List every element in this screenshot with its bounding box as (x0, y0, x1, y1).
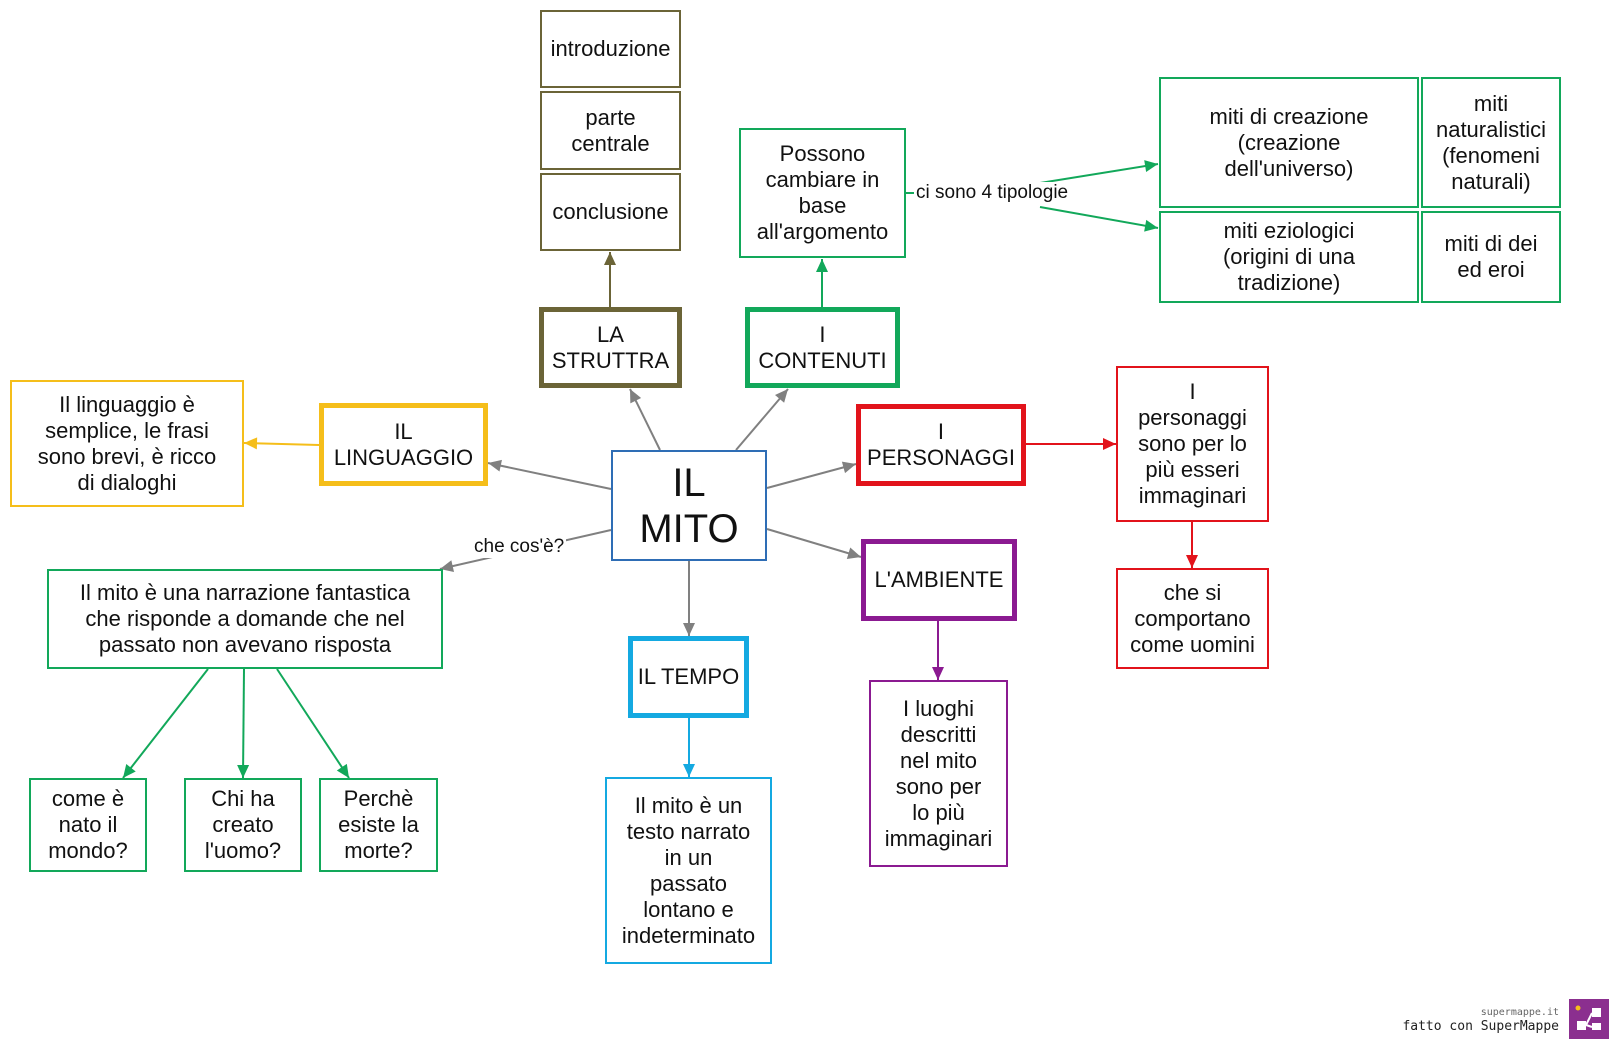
node-conclusione[interactable]: conclusione (540, 173, 681, 251)
node-luoghi[interactable]: I luoghi descritti nel mito sono per lo … (869, 680, 1008, 867)
arrowhead-tempo-to-desc (683, 764, 695, 777)
footer-made-with: fatto con SuperMappe (1402, 1019, 1559, 1034)
edge-definizione-to-chi-creato (242, 668, 245, 779)
edge-root-to-personaggi (766, 463, 857, 489)
arrowhead-linguaggio-to-desc (244, 437, 258, 450)
node-miti-eziologici[interactable]: miti eziologici (origini di una tradizio… (1159, 211, 1419, 303)
node-introduzione[interactable]: introduzione (540, 10, 681, 88)
arrowhead-personaggi-to-desc (1103, 438, 1116, 450)
edge-possono-to-miti-eziologici (1039, 206, 1159, 229)
arrowhead-root-to-linguaggio (488, 459, 502, 472)
node-comportano-uomini[interactable]: che si comportano come uomini (1116, 568, 1269, 669)
node-i-personaggi[interactable]: I PERSONAGGI (856, 404, 1026, 486)
arrowhead-contenuti-to-possono (816, 259, 828, 272)
arrowhead-struttura-to-conclusione (604, 252, 616, 265)
footer-site[interactable]: supermappe.it (1480, 1007, 1559, 1018)
arrowhead-root-to-ambiente (846, 547, 861, 560)
node-il-tempo[interactable]: IL TEMPO (628, 636, 749, 718)
arrowhead-definizione-to-chi-creato (237, 764, 250, 778)
node-linguaggio-descrizione[interactable]: Il linguaggio è semplice, le frasi sono … (10, 380, 244, 507)
footer-credits: supermappe.it fatto con SuperMappe (1402, 1007, 1559, 1035)
node-come-nato-mondo[interactable]: come è nato il mondo? (29, 778, 147, 872)
node-possono-cambiare[interactable]: Possono cambiare in base all'argomento (739, 128, 906, 258)
node-parte-centrale[interactable]: parte centrale (540, 91, 681, 170)
node-perche-morte[interactable]: Perchè esiste la morte? (319, 778, 438, 872)
arrowhead-root-to-personaggi (841, 461, 856, 474)
node-l-ambiente[interactable]: L'AMBIENTE (861, 539, 1017, 621)
node-definizione[interactable]: Il mito è una narrazione fantastica che … (47, 569, 443, 669)
arrowhead-root-to-struttura (630, 389, 642, 404)
arrowhead-possono-to-miti-creazione (1144, 160, 1158, 172)
edge-definizione-to-come-nato (122, 668, 209, 779)
edge-definizione-to-perche-morte (276, 668, 350, 779)
edge-possono-to-miti-creazione (1039, 163, 1159, 184)
supermappe-logo-icon (1569, 999, 1609, 1039)
node-il-linguaggio[interactable]: IL LINGUAGGIO (319, 403, 488, 486)
node-il-mito[interactable]: IL MITO (611, 450, 767, 561)
arrowhead-root-to-tempo (683, 623, 695, 636)
node-i-contenuti[interactable]: I CONTENUTI (745, 307, 900, 388)
edge-label-che-cose: che cos'è? (472, 536, 567, 558)
node-chi-creato-uomo[interactable]: Chi ha creato l'uomo? (184, 778, 302, 872)
arrowhead-root-to-contenuti (775, 389, 788, 403)
edge-root-to-linguaggio (487, 462, 612, 490)
arrowhead-definizione-to-perche-morte (336, 763, 349, 778)
arrowhead-personaggi-desc-to-comportano (1186, 555, 1198, 568)
node-miti-creazione[interactable]: miti di creazione (creazione dell'univer… (1159, 77, 1419, 208)
arrowhead-possono-to-miti-eziologici (1144, 219, 1158, 232)
edge-label-tipologie: ci sono 4 tipologie (914, 182, 1071, 204)
arrowhead-root-to-definizione (440, 560, 455, 572)
arrowhead-definizione-to-come-nato (123, 764, 136, 778)
node-personaggi-descrizione[interactable]: I personaggi sono per lo più esseri imma… (1116, 366, 1269, 522)
node-miti-naturalistici[interactable]: miti naturalistici (fenomeni naturali) (1421, 77, 1561, 208)
edge-root-to-ambiente (766, 528, 862, 558)
arrowhead-ambiente-to-luoghi (932, 667, 944, 680)
node-la-struttura[interactable]: LA STRUTTRA (539, 307, 682, 388)
node-tempo-descrizione[interactable]: Il mito è un testo narrato in un passato… (605, 777, 772, 964)
node-miti-dei-eroi[interactable]: miti di dei ed eroi (1421, 211, 1561, 303)
edge-root-to-contenuti (735, 388, 789, 451)
